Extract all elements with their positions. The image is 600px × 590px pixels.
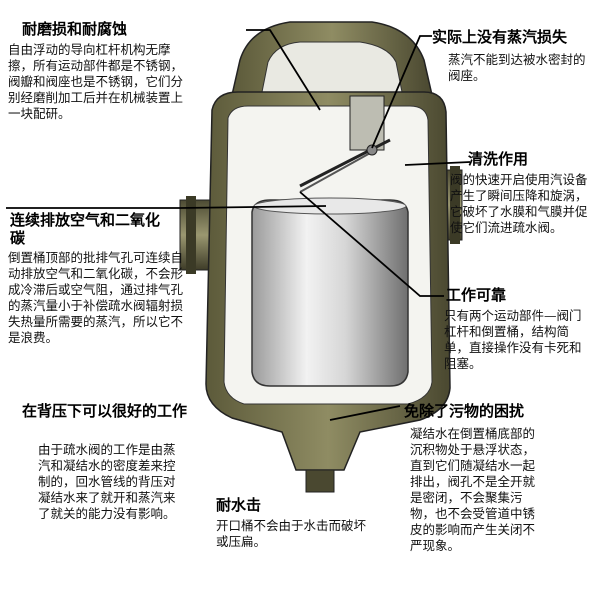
back-pressure-body: 由于疏水阀的工作是由蒸汽和凝结水的密度差来控制的，回水管线的背压对凝结水来了就开… (38, 442, 176, 521)
water-hammer-body: 开口桶不会由于水击而破坏或压扁。 (216, 518, 367, 549)
wear-body: 自由浮动的导向杠杆机构无摩擦，所有运动部件都是不锈钢，阀瓣和阀座也是不锈钢，它们… (8, 42, 184, 121)
reliable-title: 工作可靠 (446, 286, 507, 304)
valve-seat-block (349, 95, 385, 151)
leader-wear (246, 29, 321, 111)
leader-venting (6, 205, 327, 209)
leader-cleaning (404, 161, 471, 166)
dirt-title: 免除了污物的困扰 (404, 402, 525, 420)
reliable-body: 只有两个运动部件—阀门杠杆和倒置桶，结构简单，直接操作没有卡死和阻塞。 (444, 308, 582, 371)
venting-body: 倒置桶顶部的批排气孔可连续自动排放空气和二氧化碳，不会形成冷滞后或空气阻，通过排… (8, 250, 184, 345)
inverted-bucket (251, 199, 409, 387)
water-hammer-title: 耐水击 (216, 496, 262, 514)
no-loss-title: 实际上没有蒸汽损失 (432, 28, 568, 46)
leader-no-loss (371, 35, 432, 149)
cleaning-title: 清洗作用 (468, 150, 529, 168)
cleaning-body: 阀的快速开启使用汽设备产生了瞬间压降和旋涡，它破坏了水膜和气膜并促使它们流进疏水… (450, 172, 588, 235)
dirt-body: 凝结水在倒置桶底部的沉积物处于悬浮状态，直到它们随凝结水一起排出，阀孔不是全开就… (410, 426, 536, 553)
back-pressure-title: 在背压下可以很好的工作 (22, 402, 188, 420)
leader-reliable (299, 191, 444, 297)
wear-title: 耐磨损和耐腐蚀 (22, 20, 128, 38)
venting-title: 连续排放空气和二氧化碳 (10, 211, 161, 247)
bottom-drain (305, 469, 335, 493)
no-loss-body: 蒸汽不能到达被水密封的阀座。 (448, 52, 586, 83)
leader-dirt (329, 405, 401, 421)
